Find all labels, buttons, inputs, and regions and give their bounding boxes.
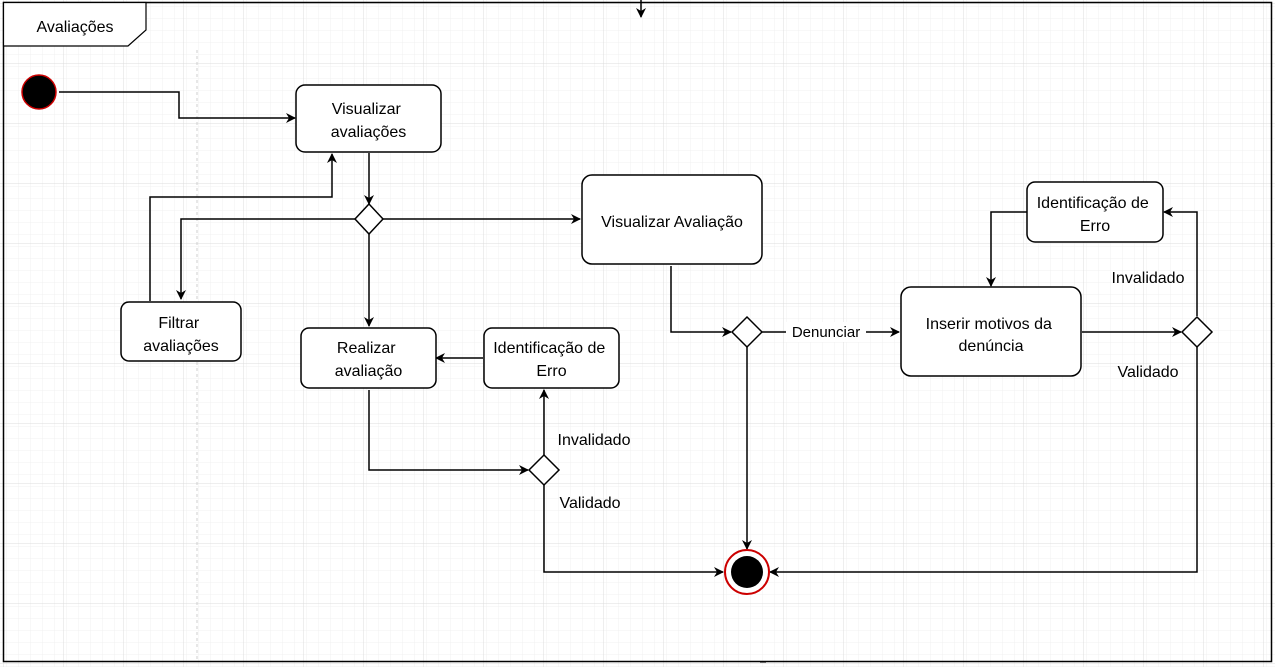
svg-text:Visualizar Avaliação: Visualizar Avaliação	[601, 214, 743, 231]
action-label-line: avaliação	[335, 363, 403, 380]
decision-nodes	[353, 202, 1214, 487]
label-invalidado-1: Invalidado	[558, 432, 631, 449]
decision-node-main[interactable]	[353, 202, 385, 236]
edge-start-to-visualizar	[59, 91, 296, 123]
action-label-line: Visualizar Avaliação	[601, 214, 743, 231]
action-label-line: Visualizar	[332, 101, 402, 118]
svg-text:Inserir motivos da denún: Inserir motivos da denúncia	[926, 316, 1057, 355]
decision-node-validacao-avaliacao[interactable]	[527, 453, 561, 487]
action-label-line: denúncia	[959, 338, 1024, 355]
action-label-line: Identificação de	[493, 340, 605, 357]
edge-decision-to-identificacao-2	[1163, 207, 1198, 316]
action-label-line: Realizar	[337, 340, 396, 357]
decision-node-denunciar[interactable]	[730, 315, 764, 349]
action-identificacao-erro-2[interactable]: Identificação de Erro	[1026, 181, 1164, 243]
action-label-line: avaliações	[331, 124, 407, 141]
edge-validado-1-to-end	[543, 485, 724, 577]
edges	[59, 91, 1198, 577]
action-identificacao-erro-1[interactable]: Identificação de Erro	[483, 327, 620, 389]
action-realizar-avaliacao[interactable]: Realizar avaliação	[300, 327, 437, 389]
decision-node-validacao-denuncia[interactable]	[1180, 315, 1214, 349]
action-filtrar-avaliacoes[interactable]: Filtrar avaliações	[120, 301, 242, 362]
svg-text:Visualizar avaliações: Visualizar avaliações	[331, 101, 407, 141]
initial-node[interactable]	[21, 74, 57, 110]
svg-text:Filtrar avaliações: Filtrar avaliações	[143, 315, 219, 355]
edge-identificacao-2-to-inserir	[986, 211, 1027, 287]
edge-filtrar-to-visualizar	[149, 153, 337, 301]
edge-validado-2-to-end	[769, 347, 1198, 577]
svg-text:Realizar avaliação: Realizar avaliação	[335, 340, 403, 380]
edge-visualizar-avaliacao-to-decision	[670, 266, 732, 337]
label-denunciar: Denunciar	[792, 324, 860, 341]
action-visualizar-avaliacoes[interactable]: Visualizar avaliações	[295, 84, 442, 153]
action-label-line: Erro	[1080, 218, 1110, 235]
frame-title: Avaliações	[36, 19, 113, 36]
label-validado-1: Validado	[559, 495, 620, 512]
label-invalidado-2: Invalidado	[1112, 270, 1185, 287]
label-validado-2: Validado	[1117, 364, 1178, 381]
svg-text:Identificação de Erro: Identificação de Erro	[493, 340, 610, 380]
edge-realizar-to-decision	[368, 390, 529, 475]
action-visualizar-avaliacao[interactable]: Visualizar Avaliação	[581, 174, 763, 265]
frame-title-tab: Avaliações	[2, 1, 147, 47]
action-label-line: Identificação de	[1037, 195, 1149, 212]
action-label-line: Filtrar	[158, 315, 200, 332]
final-node[interactable]	[724, 549, 770, 595]
action-label-line: Erro	[536, 363, 566, 380]
action-inserir-motivos[interactable]: Inserir motivos da denúncia	[900, 286, 1082, 377]
action-label-line: Inserir motivos da	[926, 316, 1052, 333]
svg-text:Identificação de Erro: Identificação de Erro	[1037, 195, 1154, 235]
edge-labels: Denunciar Invalidado Validado Invalidado…	[558, 270, 1185, 512]
action-label-line: avaliações	[143, 338, 219, 355]
edge-decision-to-filtrar	[176, 218, 355, 300]
